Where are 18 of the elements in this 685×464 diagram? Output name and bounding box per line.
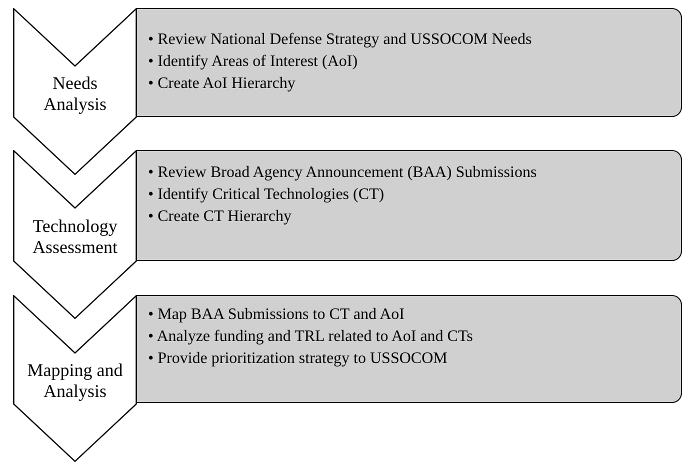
step-label: Technology Assessment [32, 216, 118, 258]
bullet-item: • Review Broad Agency Announcement (BAA) Submissions [148, 163, 538, 183]
bullet-item: • Create CT Hierarchy [148, 207, 292, 227]
bullet-item: • Analyze funding and TRL related to AoI and CTs [148, 327, 474, 347]
content-panel [137, 150, 682, 261]
bullet-item: • Identify Areas of Interest (AoI) [148, 52, 359, 72]
chevron-shape [13, 295, 137, 462]
bullet-item: • Map BAA Submissions to CT and AoI [148, 305, 406, 325]
bullet-item: • Identify Critical Technologies (CT) [148, 185, 386, 205]
bullet-item: • Provide prioritization strategy to USSOCOM [148, 349, 448, 369]
step-label: Mapping and Analysis [26, 360, 124, 402]
chevron-shape [13, 8, 137, 175]
content-panel [137, 8, 682, 117]
step-label: Needs Analysis [42, 72, 108, 114]
bullet-item: • Create AoI Hierarchy [148, 74, 296, 94]
content-panel [137, 295, 682, 403]
chevron-shape [13, 150, 137, 319]
bullet-item: • Review National Defense Strategy and USSOCOM Needs [148, 30, 533, 50]
